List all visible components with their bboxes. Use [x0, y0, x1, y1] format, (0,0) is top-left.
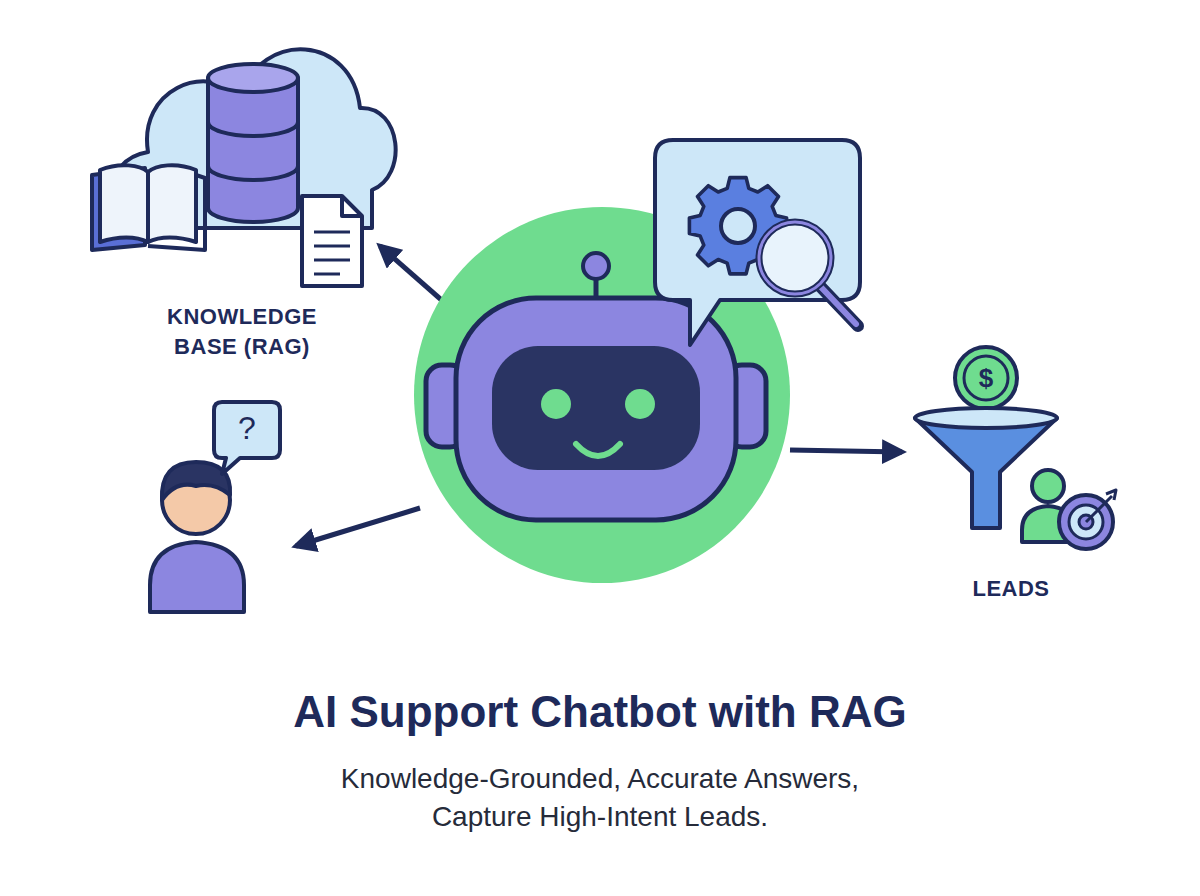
- leads-funnel: [915, 347, 1116, 549]
- node-text: LEADS: [941, 574, 1081, 604]
- title: AI Support Chatbot with RAG: [0, 684, 1200, 740]
- knowledge-cloud: [92, 49, 396, 286]
- user-figure: [150, 402, 280, 612]
- node-text: ?: [217, 408, 277, 448]
- node-text: KNOWLEDGE BASE (RAG): [142, 302, 342, 362]
- knowledge-base-label: KNOWLEDGE BASE (RAG): [142, 302, 342, 362]
- leads-label: LEADS: [941, 574, 1081, 604]
- caption: Knowledge-Grounded, Accurate Answers, Ca…: [300, 760, 900, 836]
- label-text: $: [979, 365, 993, 391]
- thinking-bubble: [655, 140, 860, 345]
- question-bubble: ?: [217, 408, 277, 448]
